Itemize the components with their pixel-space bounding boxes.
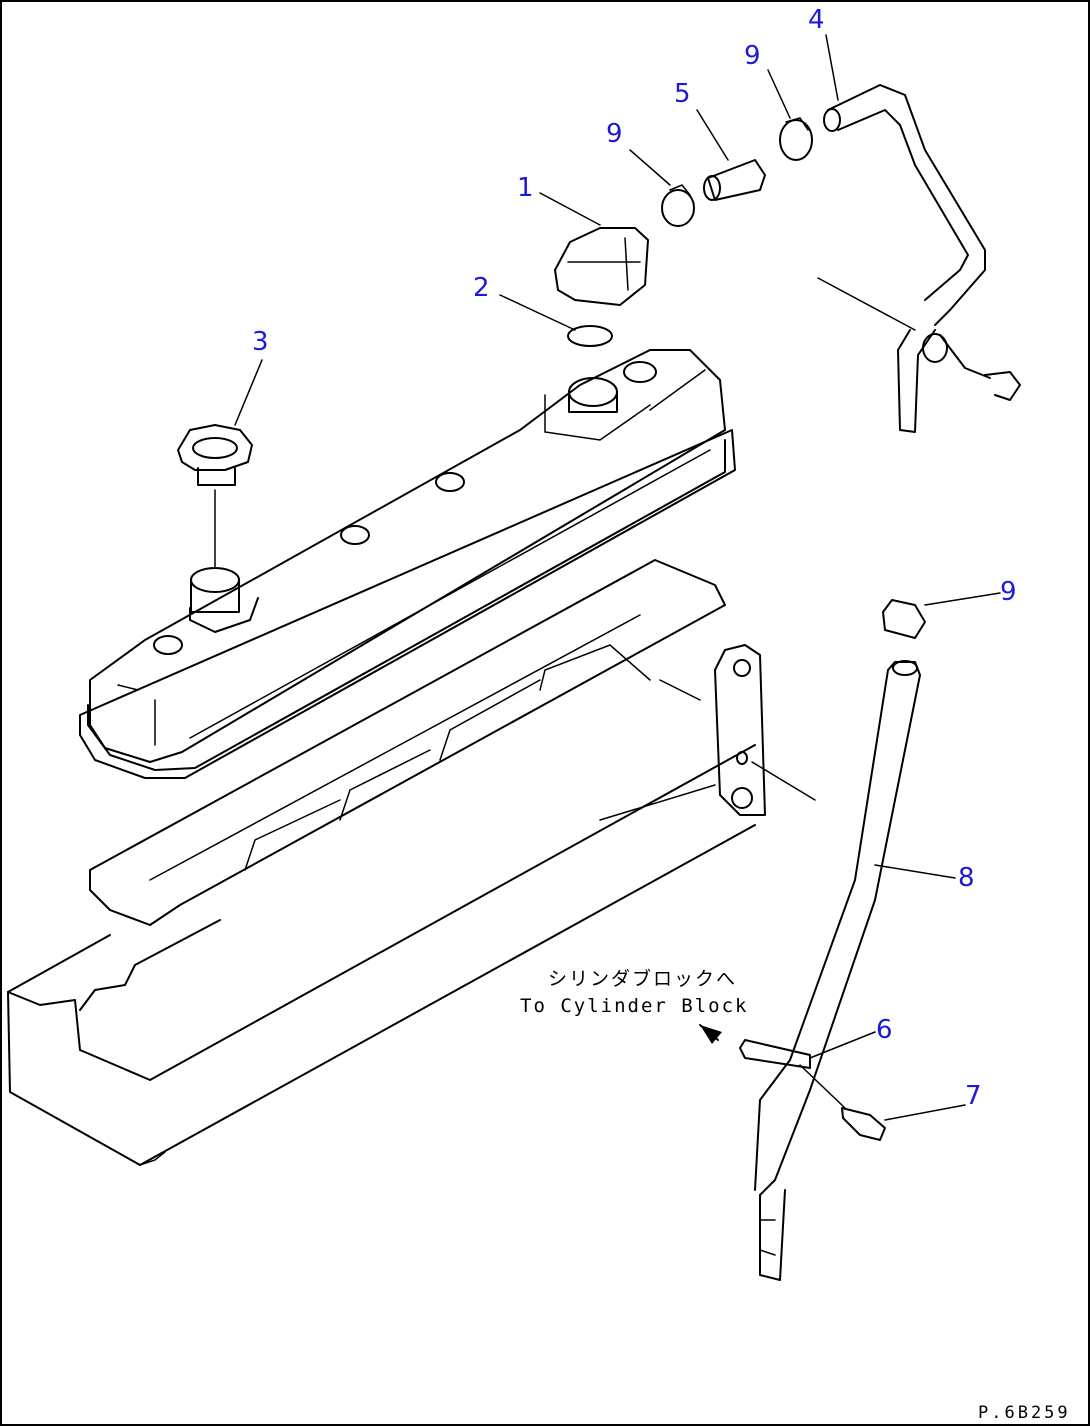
drawing-code: P.6B259 <box>978 1403 1071 1423</box>
gasket <box>89 559 726 926</box>
callout-3: 3 <box>252 327 269 357</box>
callout-9-upper-right: 9 <box>744 41 761 71</box>
callout-4: 4 <box>808 5 825 35</box>
callout-2: 2 <box>473 273 490 303</box>
side-bracket <box>599 644 816 821</box>
breather <box>554 227 649 347</box>
leader-lines <box>234 34 1001 1121</box>
callout-5: 5 <box>674 79 691 109</box>
destination-note-japanese: シリンダブロックへ <box>548 967 737 990</box>
tube-bracket-and-bolt <box>699 1024 886 1141</box>
callout-9-upper-left: 9 <box>606 119 623 149</box>
callout-9-lower: 9 <box>1000 577 1017 607</box>
destination-note-english: To Cylinder Block <box>520 995 748 1017</box>
callout-6: 6 <box>876 1015 893 1045</box>
callout-7: 7 <box>965 1081 982 1111</box>
oil-filler-cap <box>177 424 253 569</box>
lower-tube <box>754 599 926 1281</box>
hose-clamps-and-hose <box>661 117 813 227</box>
cylinder-block <box>7 744 756 1166</box>
callout-8: 8 <box>958 863 975 893</box>
callout-1: 1 <box>517 173 534 203</box>
head-cover <box>79 349 736 779</box>
breather-tube <box>817 84 1021 433</box>
